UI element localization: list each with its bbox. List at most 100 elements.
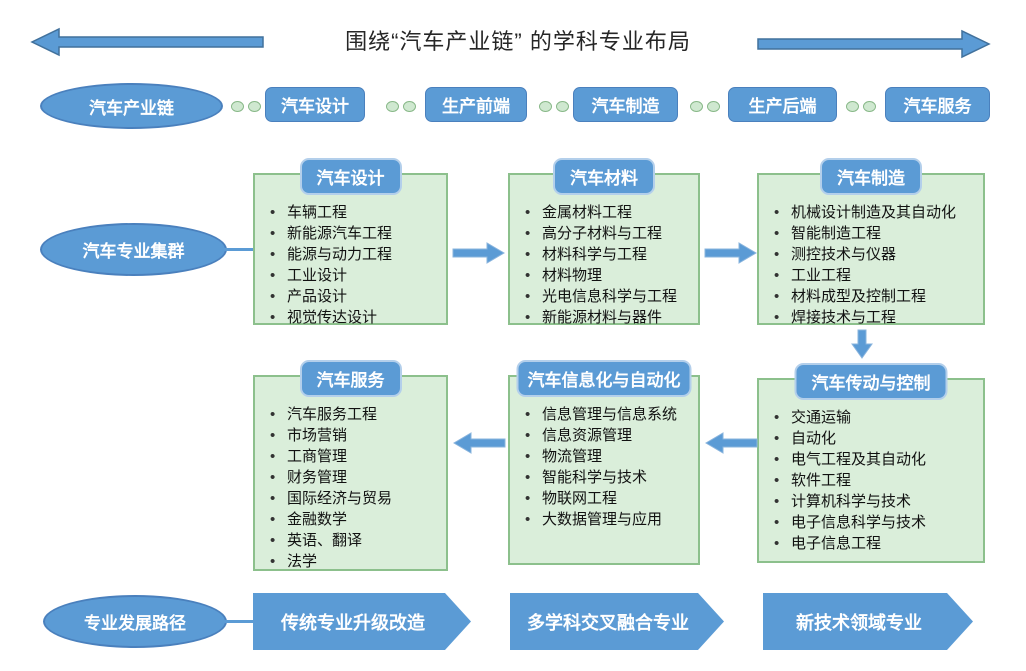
flow-arrow-1 xyxy=(452,242,506,264)
path-traditional-upgrade: 传统专业升级改造 xyxy=(253,593,471,650)
major-item: 汽车服务工程 xyxy=(268,404,442,425)
dot-icon xyxy=(556,101,569,112)
majors-list: 汽车服务工程市场营销工商管理财务管理国际经济与贸易金融数学英语、翻译法学 xyxy=(255,404,446,572)
major-clusters-ellipse: 汽车专业集群 xyxy=(40,223,227,276)
arrow-left-icon xyxy=(30,27,264,57)
flow-arrow-4 xyxy=(452,432,506,454)
cluster-header: 汽车材料 xyxy=(553,158,655,195)
major-item: 信息资源管理 xyxy=(523,425,694,446)
major-item: 市场营销 xyxy=(268,425,442,446)
path-interdisciplinary: 多学科交叉融合专业 xyxy=(510,593,724,650)
major-item: 物流管理 xyxy=(523,446,694,467)
diagram-title: 围绕“汽车产业链” 的学科专业布局 xyxy=(345,29,691,54)
major-item: 金融数学 xyxy=(268,509,442,530)
major-item: 交通运输 xyxy=(772,407,979,428)
majors-list: 信息管理与信息系统信息资源管理物流管理智能科学与技术物联网工程大数据管理与应用 xyxy=(510,404,698,530)
major-item: 智能制造工程 xyxy=(772,223,979,244)
chain-stage-design: 汽车设计 xyxy=(265,87,365,122)
major-item: 工业设计 xyxy=(268,265,442,286)
major-item: 财务管理 xyxy=(268,467,442,488)
major-item: 国际经济与贸易 xyxy=(268,488,442,509)
dot-icon xyxy=(386,101,399,112)
major-item: 智能科学与技术 xyxy=(523,467,694,488)
arrow-left-icon xyxy=(453,432,506,454)
chain-connector-dots xyxy=(231,101,261,112)
major-item: 工商管理 xyxy=(268,446,442,467)
major-item: 电子信息工程 xyxy=(772,533,979,554)
industry-chain-ellipse: 汽车产业链 xyxy=(40,83,223,129)
major-item: 英语、翻译 xyxy=(268,530,442,551)
path-new-technology: 新技术领域专业 xyxy=(763,593,973,650)
major-item: 信息管理与信息系统 xyxy=(523,404,694,425)
arrow-down-icon xyxy=(851,329,873,359)
dot-icon xyxy=(690,101,703,112)
major-item: 自动化 xyxy=(772,428,979,449)
major-item: 计算机科学与技术 xyxy=(772,491,979,512)
cluster-header: 汽车设计 xyxy=(299,158,402,195)
chain-connector-dots xyxy=(690,101,720,112)
major-item: 视觉传达设计 xyxy=(268,307,442,328)
cluster-box-service: 汽车服务 汽车服务工程市场营销工商管理财务管理国际经济与贸易金融数学英语、翻译法… xyxy=(253,360,448,572)
majors-list: 车辆工程新能源汽车工程能源与动力工程工业设计产品设计视觉传达设计 xyxy=(255,202,446,328)
dot-icon xyxy=(539,101,552,112)
major-item: 电子信息科学与技术 xyxy=(772,512,979,533)
chain-stage-pre-production: 生产前端 xyxy=(425,87,527,122)
major-item: 物联网工程 xyxy=(523,488,694,509)
arrow-left-icon xyxy=(705,432,758,454)
chain-stage-service: 汽车服务 xyxy=(885,87,990,122)
flow-arrow-3 xyxy=(704,432,758,454)
cluster-box-manufacturing: 汽车制造 机械设计制造及其自动化智能制造工程测控技术与仪器工业工程材料成型及控制… xyxy=(757,158,985,328)
arrow-right-icon xyxy=(452,242,505,264)
major-item: 大数据管理与应用 xyxy=(523,509,694,530)
cluster-box-transmission-control: 汽车传动与控制 交通运输自动化电气工程及其自动化软件工程计算机科学与技术电子信息… xyxy=(757,363,985,563)
cluster-header: 汽车传动与控制 xyxy=(794,363,948,400)
dot-icon xyxy=(248,101,261,112)
chain-stage-manufacturing: 汽车制造 xyxy=(573,87,678,122)
major-item: 法学 xyxy=(268,551,442,572)
major-item: 光电信息科学与工程 xyxy=(523,286,694,307)
major-item: 测控技术与仪器 xyxy=(772,244,979,265)
major-item: 焊接技术与工程 xyxy=(772,307,979,328)
major-item: 产品设计 xyxy=(268,286,442,307)
majors-list: 金属材料工程高分子材料与工程材料科学与工程材料物理光电信息科学与工程新能源材料与… xyxy=(510,202,698,328)
cluster-box-informatization: 汽车信息化与自动化 信息管理与信息系统信息资源管理物流管理智能科学与技术物联网工… xyxy=(508,360,700,565)
banner-arrow-left xyxy=(30,27,264,57)
connector-line xyxy=(224,620,255,623)
arrow-right-icon xyxy=(704,242,757,264)
connector-line xyxy=(224,248,255,251)
major-item: 金属材料工程 xyxy=(523,202,694,223)
dot-icon xyxy=(403,101,416,112)
chain-stage-post-production: 生产后端 xyxy=(728,87,837,122)
chain-connector-dots xyxy=(846,101,876,112)
banner-arrow-right xyxy=(757,29,991,59)
chain-connector-dots xyxy=(539,101,569,112)
dot-icon xyxy=(231,101,244,112)
major-item: 材料科学与工程 xyxy=(523,244,694,265)
cluster-header: 汽车信息化与自动化 xyxy=(516,360,692,397)
dot-icon xyxy=(863,101,876,112)
major-item: 工业工程 xyxy=(772,265,979,286)
major-item: 材料物理 xyxy=(523,265,694,286)
major-item: 能源与动力工程 xyxy=(268,244,442,265)
major-item: 机械设计制造及其自动化 xyxy=(772,202,979,223)
cluster-box-design: 汽车设计 车辆工程新能源汽车工程能源与动力工程工业设计产品设计视觉传达设计 xyxy=(253,158,448,328)
majors-list: 机械设计制造及其自动化智能制造工程测控技术与仪器工业工程材料成型及控制工程焊接技… xyxy=(759,202,983,328)
dot-icon xyxy=(846,101,859,112)
major-item: 软件工程 xyxy=(772,470,979,491)
dot-icon xyxy=(707,101,720,112)
major-item: 高分子材料与工程 xyxy=(523,223,694,244)
major-item: 电气工程及其自动化 xyxy=(772,449,979,470)
major-item: 车辆工程 xyxy=(268,202,442,223)
major-item: 新能源汽车工程 xyxy=(268,223,442,244)
development-paths-ellipse: 专业发展路径 xyxy=(43,595,227,648)
flow-arrow-down xyxy=(850,329,874,359)
arrow-right-icon xyxy=(757,29,991,59)
major-item: 材料成型及控制工程 xyxy=(772,286,979,307)
cluster-box-materials: 汽车材料 金属材料工程高分子材料与工程材料科学与工程材料物理光电信息科学与工程新… xyxy=(508,158,700,328)
majors-list: 交通运输自动化电气工程及其自动化软件工程计算机科学与技术电子信息科学与技术电子信… xyxy=(759,407,983,554)
chain-connector-dots xyxy=(386,101,416,112)
cluster-header: 汽车制造 xyxy=(820,158,922,195)
flow-arrow-2 xyxy=(704,242,758,264)
cluster-header: 汽车服务 xyxy=(299,360,402,397)
